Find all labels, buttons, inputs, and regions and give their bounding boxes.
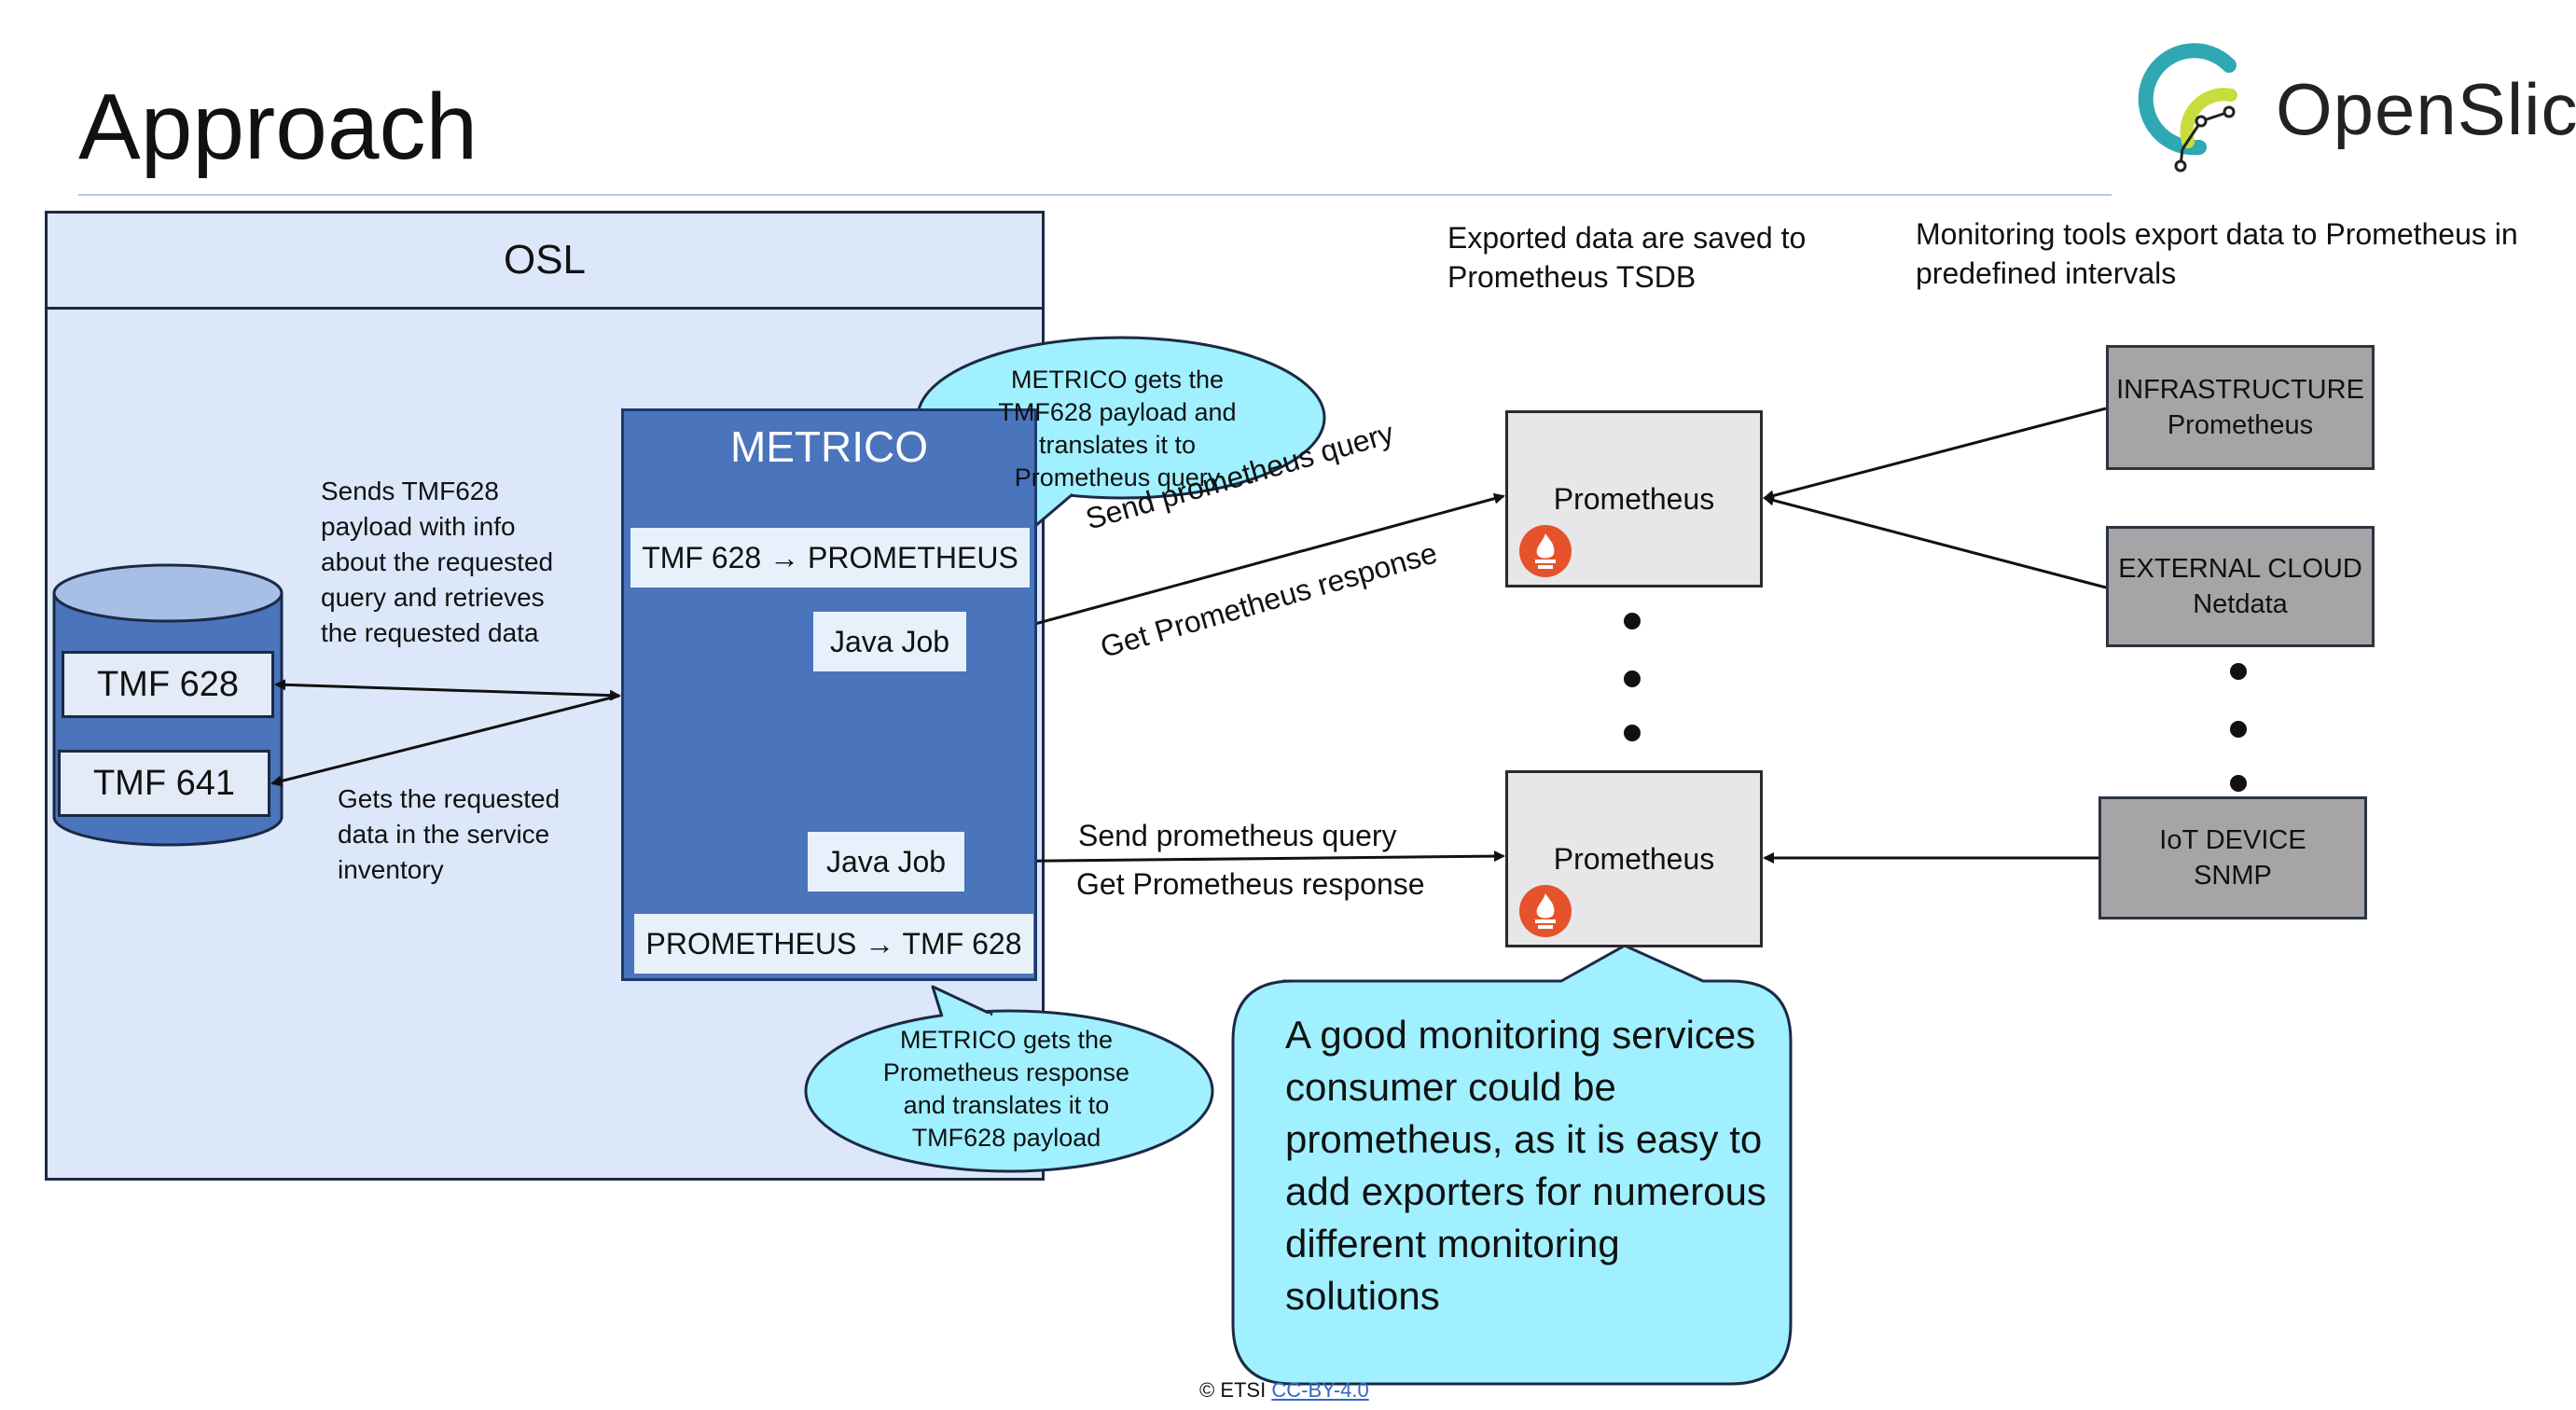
monitoring-tools-text: Monitoring tools export data to Promethe… [1916,217,2518,290]
footer-license-link[interactable]: CC-BY-4.0 [1271,1378,1369,1402]
source-infrastructure: INFRASTRUCTURE Prometheus [2106,345,2375,470]
prometheus-dot [1624,613,1641,629]
big-note-text: A good monitoring services consumer coul… [1285,1013,1766,1318]
tmf-to-prometheus-box: TMF 628 → PROMETHEUS [630,528,1030,588]
prometheus-2-label: Prometheus [1553,841,1715,876]
prometheus-1-label: Prometheus [1553,481,1715,516]
prometheus-to-tmf-text: PROMETHEUS → TMF 628 [645,926,1022,961]
metrico-title: METRICO [729,422,929,471]
gets-data-text: Gets the requested data in the service i… [338,784,561,884]
tmf628-db-label: TMF 628 [62,651,274,718]
source-iot-device: IoT DEVICE SNMP [2098,796,2367,919]
exported-data-text: Exported data are saved to Prometheus TS… [1447,221,1807,294]
prometheus-dot [1624,725,1641,741]
java-job-2: Java Job [808,832,964,892]
tmf641-db-label: TMF 641 [58,750,270,817]
tmf641-text: TMF 641 [92,763,236,803]
arrow-javajob1-prometheus1 [968,492,1505,645]
big-note-shape [1231,944,1793,1386]
sends-payload-text: Sends TMF628 payload with info about the… [321,477,554,647]
cloud-line2: Netdata [2193,589,2288,619]
send-query-label-2: Send prometheus query [1078,819,1397,852]
logo-text: OpenSlice [2276,68,2576,150]
callout-bottom-shape [804,985,1214,1173]
prometheus-flame-icon [1518,524,1572,583]
footer: © ETSI CC-BY-4.0 [1199,1378,1369,1403]
slide-title: Approach [78,75,478,179]
java-job-1-text: Java Job [829,624,950,658]
metrico-container [621,408,1037,981]
arrow-metrico-to-db [270,694,620,787]
java-job-2-text: Java Job [825,844,947,878]
openslice-logo [2126,37,2555,187]
callout-top-text: METRICO gets the TMF628 payload and tran… [998,366,1237,491]
title-divider [78,194,2112,196]
prometheus-to-tmf-box: PROMETHEUS → TMF 628 [634,914,1033,974]
callout-bottom-text: METRICO gets the Prometheus response and… [882,1026,1130,1152]
infra-line1: INFRASTRUCTURE [2116,375,2364,405]
source-external-cloud: EXTERNAL CLOUD Netdata [2106,526,2375,647]
osl-header: OSL [45,211,1045,310]
iot-line2: SNMP [2194,861,2272,891]
java-job-1: Java Job [813,612,966,671]
arrow-javajob2-prometheus2 [964,850,1505,867]
source-dot [2230,775,2247,792]
openslice-logo-icon [2138,43,2237,173]
infra-line2: Prometheus [2167,410,2314,440]
iot-line1: IoT DEVICE [2159,825,2306,855]
prometheus-flame-icon [1518,884,1572,943]
tmf-to-prometheus-text: TMF 628 → PROMETHEUS [642,540,1018,574]
tmf628-text: TMF 628 [96,664,240,704]
cloud-line1: EXTERNAL CLOUD [2118,554,2362,584]
source-dot [2230,721,2247,738]
source-dot [2230,663,2247,680]
arrow-cloud-to-prometheus1 [1763,494,2107,589]
osl-title: OSL [503,237,587,283]
prometheus-dot [1624,670,1641,687]
footer-copyright: © ETSI [1199,1378,1267,1402]
arrow-db-to-metrico [274,679,621,701]
get-response-label-2: Get Prometheus response [1076,867,1425,901]
arrow-infra-to-prometheus1 [1763,407,2107,502]
